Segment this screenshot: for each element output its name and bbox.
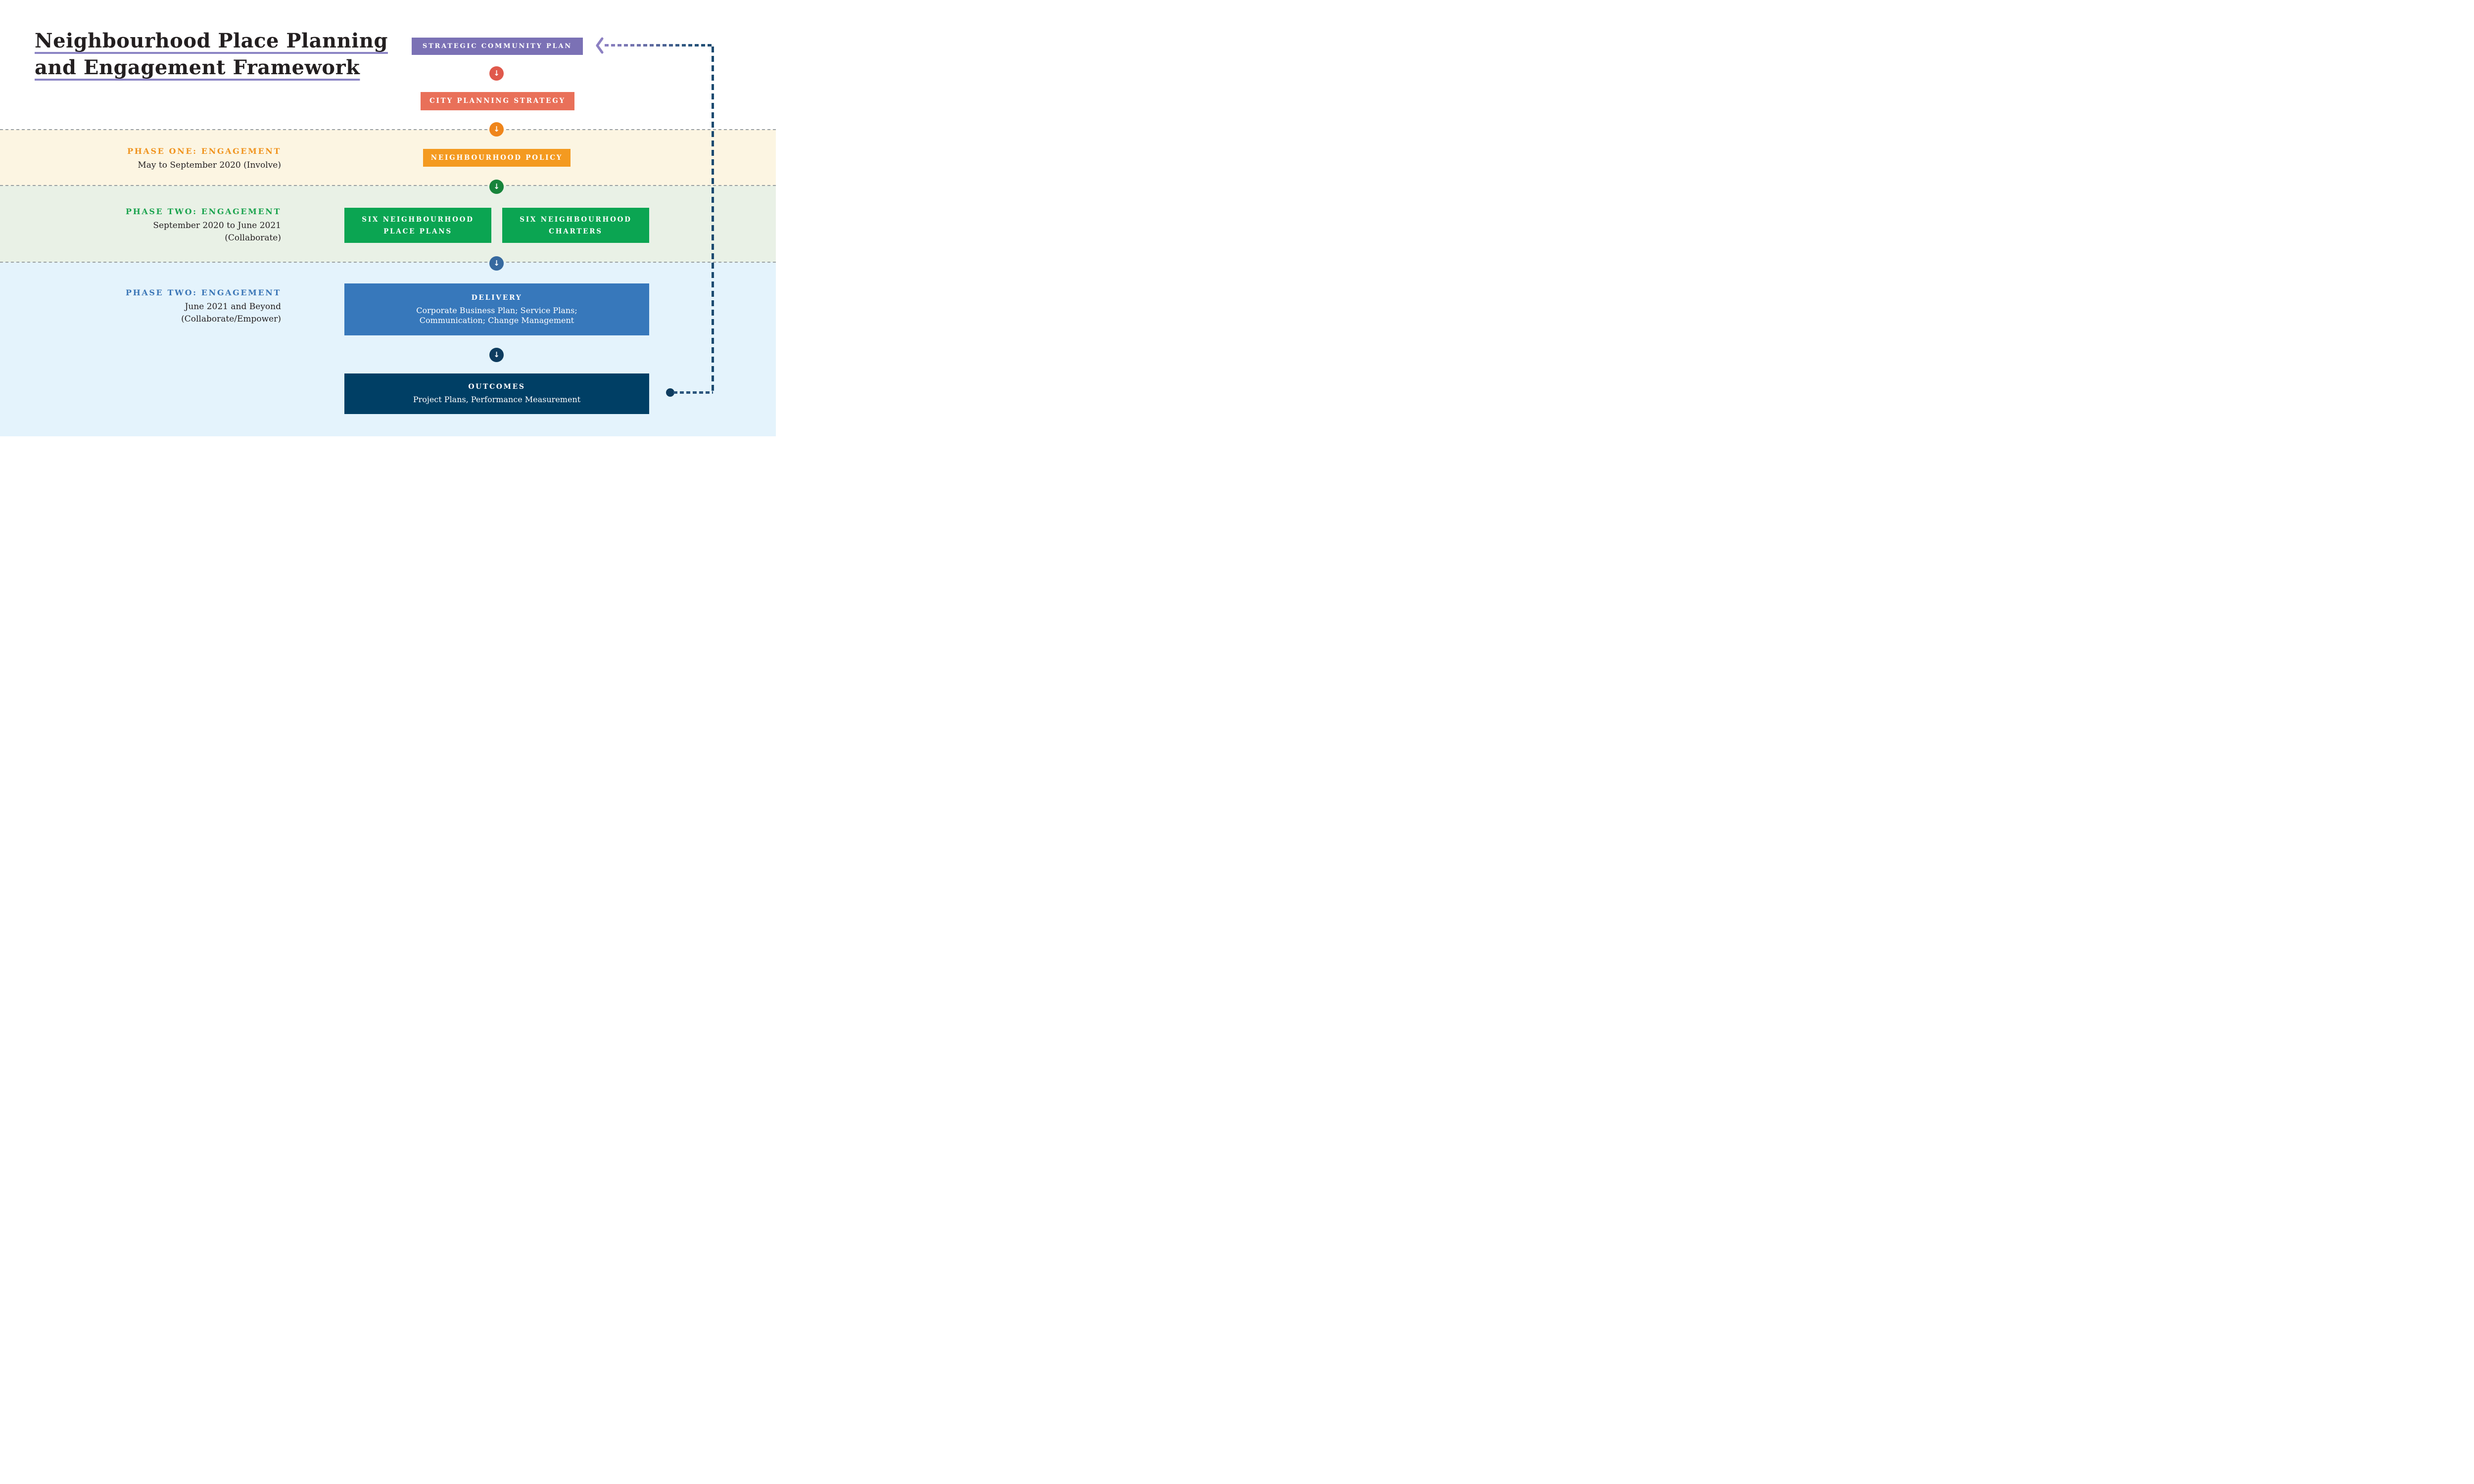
outcomes-body: Project Plans, Performance Measurement	[413, 395, 581, 404]
phase-one-label: PHASE ONE: ENGAGEMENT May to September 2…	[127, 146, 281, 172]
place-plans-line-1: SIX NEIGHBOURHOOD	[362, 215, 474, 224]
phase-one-dates: May to September 2020 (Involve)	[138, 160, 281, 170]
city-planning-strategy-box: CITY PLANNING STRATEGY	[421, 92, 574, 110]
down-arrow-glyph: ↓	[493, 125, 500, 134]
phase-two-mode: (Collaborate)	[225, 233, 281, 243]
band-separator-3	[0, 262, 776, 263]
delivery-body-line-1: Corporate Business Plan; Service Plans;	[416, 305, 577, 315]
outcomes-box: OUTCOMES Project Plans, Performance Meas…	[344, 373, 649, 414]
phase-three-label: PHASE TWO: ENGAGEMENT June 2021 and Beyo…	[126, 288, 281, 325]
delivery-box: DELIVERY Corporate Business Plan; Servic…	[344, 283, 649, 335]
connector-dot	[666, 388, 674, 397]
six-neighbourhood-charters-box: SIX NEIGHBOURHOOD CHARTERS	[502, 208, 649, 243]
six-neighbourhood-place-plans-box: SIX NEIGHBOURHOOD PLACE PLANS	[344, 208, 491, 243]
feedback-line-vertical	[712, 46, 714, 392]
down-arrow-icon: ↓	[489, 348, 504, 362]
feedback-line-top	[605, 44, 713, 46]
charters-line-1: SIX NEIGHBOURHOOD	[520, 215, 632, 224]
place-plans-line-2: PLACE PLANS	[383, 227, 452, 235]
down-arrow-icon: ↓	[489, 122, 504, 137]
neighbourhood-policy-box: NEIGHBOURHOOD POLICY	[423, 149, 571, 167]
phase-three-dates: June 2021 and Beyond	[185, 302, 281, 312]
down-arrow-glyph: ↓	[493, 350, 500, 359]
page-title-line-1: Neighbourhood Place Planning	[35, 29, 388, 52]
phase-one-band	[0, 130, 776, 186]
charters-line-2: CHARTERS	[549, 227, 603, 235]
phase-two-title: PHASE TWO: ENGAGEMENT	[126, 207, 281, 216]
down-arrow-icon: ↓	[489, 66, 504, 81]
phase-two-dates: September 2020 to June 2021	[153, 221, 281, 231]
band-separator-1	[0, 129, 776, 130]
page-title: Neighbourhood Place Planning and Engagem…	[35, 28, 388, 81]
down-arrow-icon: ↓	[489, 180, 504, 194]
down-arrow-glyph: ↓	[493, 69, 500, 78]
down-arrow-glyph: ↓	[493, 259, 500, 268]
feedback-line-bottom	[673, 391, 713, 394]
phase-one-title: PHASE ONE: ENGAGEMENT	[127, 146, 281, 156]
delivery-body-line-2: Communication; Change Management	[419, 315, 574, 325]
arrowhead-left-icon	[596, 37, 604, 54]
phase-three-title: PHASE TWO: ENGAGEMENT	[126, 288, 281, 297]
delivery-title: DELIVERY	[471, 293, 523, 302]
framework-diagram: Neighbourhood Place Planning and Engagem…	[0, 0, 776, 436]
outcomes-title: OUTCOMES	[468, 383, 525, 391]
phase-two-label: PHASE TWO: ENGAGEMENT September 2020 to …	[126, 207, 281, 244]
band-separator-2	[0, 185, 776, 186]
strategic-community-plan-box: STRATEGIC COMMUNITY PLAN	[412, 38, 583, 55]
phase-three-mode: (Collaborate/Empower)	[181, 314, 281, 324]
down-arrow-icon: ↓	[489, 256, 504, 271]
page-title-line-2: and Engagement Framework	[35, 56, 360, 79]
down-arrow-glyph: ↓	[493, 182, 500, 191]
